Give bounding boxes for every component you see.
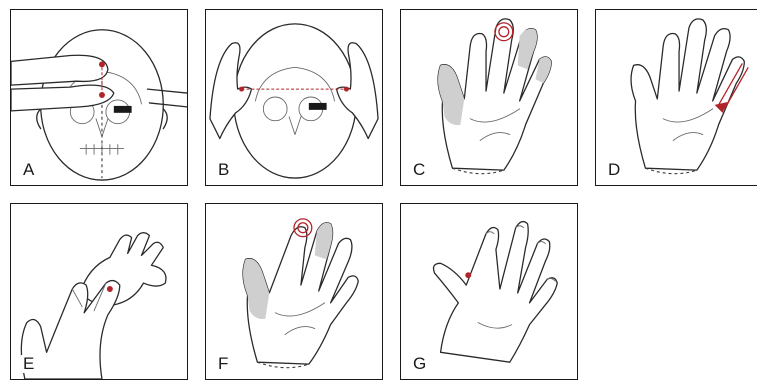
back-of-hand-illustration: [401, 204, 577, 379]
panel-e-label: E: [21, 355, 36, 373]
palm-illustration-f: [206, 204, 382, 379]
hand-held-illustration: [11, 204, 187, 379]
palm-illustration-c: [401, 10, 577, 185]
panel-b: B: [205, 9, 383, 186]
panel-c-label: C: [411, 161, 427, 179]
panel-c: C: [400, 9, 578, 186]
panel-a-label: A: [21, 161, 36, 179]
panel-g-label: G: [411, 355, 428, 373]
palm-illustration-d: [596, 10, 757, 185]
panel-f-label: F: [216, 355, 230, 373]
panel-b-label: B: [216, 161, 231, 179]
hands-on-head-illustration: [206, 10, 382, 185]
panel-f: F: [205, 203, 383, 380]
panel-e: E: [10, 203, 188, 380]
panel-a: A: [10, 9, 188, 186]
panel-d: D: [595, 9, 757, 186]
panel-d-label: D: [606, 161, 622, 179]
panel-g: G: [400, 203, 578, 380]
head-skull-illustration: [11, 10, 187, 185]
